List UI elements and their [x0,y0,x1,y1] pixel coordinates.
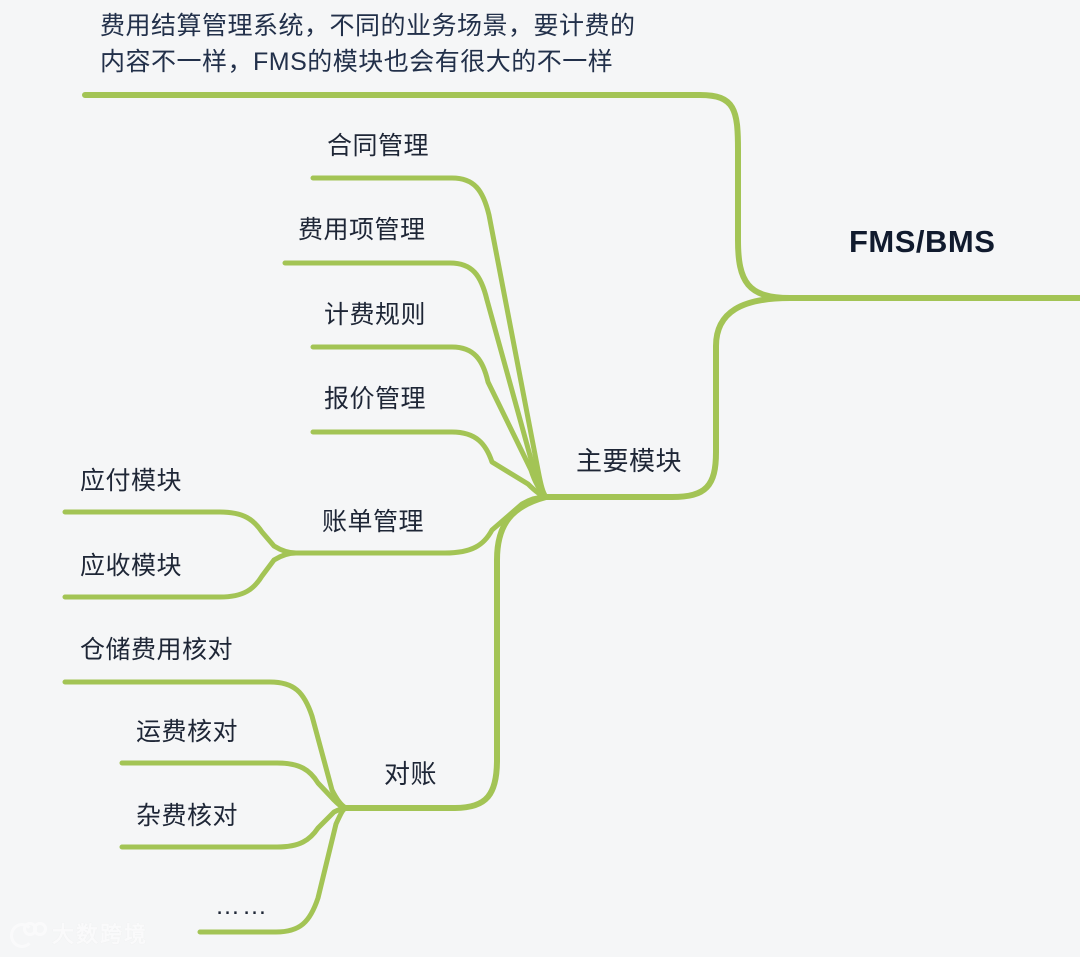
mindmap-title: 费用结算管理系统，不同的业务场景，要计费的 内容不一样，FMS的模块也会有很大的… [100,8,720,81]
node-fee-item-management[interactable]: 费用项管理 [298,216,426,244]
node-misc-fee-check[interactable]: 杂费核对 [136,802,239,830]
node-warehouse-fee-check[interactable]: 仓储费用核对 [80,636,234,664]
connector-title-to-root [82,92,793,301]
node-contract-management[interactable]: 合同管理 [327,132,430,160]
title-line-1: 费用结算管理系统，不同的业务场景，要计费的 [100,12,636,40]
node-bill-management[interactable]: 账单管理 [322,508,425,536]
node-freight-fee-check[interactable]: 运费核对 [136,718,239,746]
connector-reconciliation-to-root [343,494,549,811]
connector-payable-module [62,509,299,556]
node-receivable-module[interactable]: 应收模块 [80,552,183,580]
logo-icon [10,921,47,948]
connector-quotation-management [310,429,549,500]
node-reconciliation[interactable]: 对账 [384,759,438,789]
watermark-text: 大数跨境 [52,922,149,947]
title-line-2: 内容不一样，FMS的模块也会有很大的不一样 [100,48,614,77]
connector-billing-rules [310,344,549,500]
node-main-modules[interactable]: 主要模块 [576,446,683,476]
node-billing-rules[interactable]: 计费规则 [324,301,427,329]
watermark: 大数跨境 [10,917,148,949]
root-node-label[interactable]: FMS/BMS [849,224,996,259]
node-more-items[interactable]: …… [215,892,269,920]
node-quotation-management[interactable]: 报价管理 [324,385,427,413]
node-payable-module[interactable]: 应付模块 [80,467,183,495]
